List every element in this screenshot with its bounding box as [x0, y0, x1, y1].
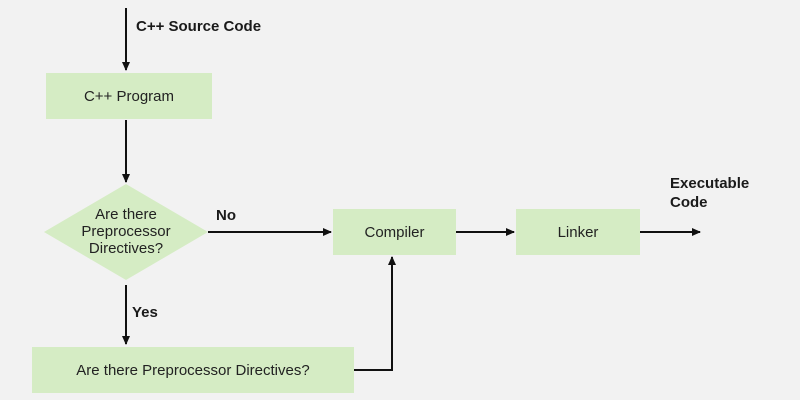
preprocessor-node: Are there Preprocessor Directives?	[32, 347, 354, 393]
decision-diamond	[44, 184, 208, 280]
decision-text-line1: Are there	[95, 206, 157, 223]
decision-text: Are there Preprocessor Directives?	[56, 206, 196, 257]
linker-node: Linker	[516, 209, 640, 255]
executable-code-label-line2: Code	[670, 194, 708, 211]
arrow-preprocessor-to-compiler	[354, 256, 396, 371]
cpp-program-node: C++ Program	[46, 73, 212, 119]
decision-text-line2: Preprocessor	[81, 223, 171, 240]
decision-text-line3: Directives?	[88, 240, 164, 257]
no-label: No	[216, 207, 236, 224]
compiler-node: Compiler	[333, 209, 456, 255]
executable-code-label-line1: Executable	[670, 175, 750, 192]
source-code-label: C++ Source Code	[136, 18, 262, 35]
yes-label: Yes	[132, 304, 158, 321]
